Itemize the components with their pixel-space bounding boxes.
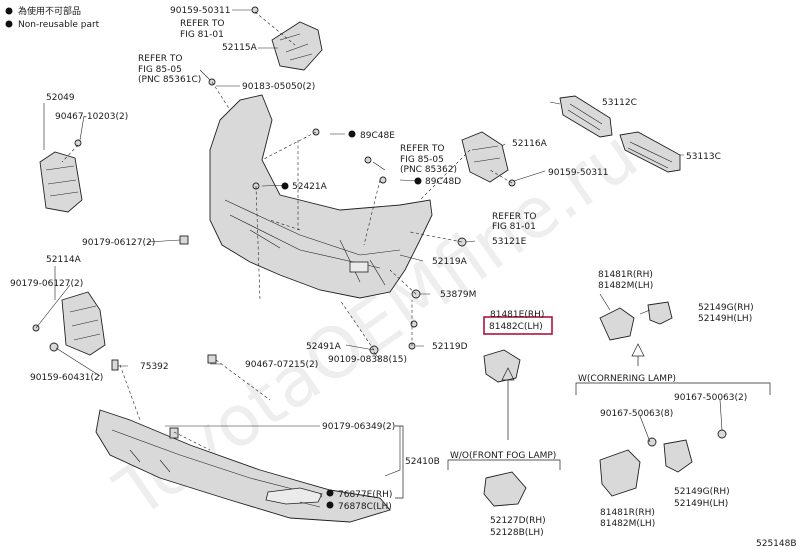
part-label-l03[interactable]: FIG 81-01 <box>180 30 224 40</box>
part-label-l21[interactable]: 53112C <box>602 98 637 108</box>
part-label-l30[interactable]: 81482M(LH) <box>598 281 653 291</box>
legend-label-2: Non-reusable part <box>18 20 100 30</box>
part-label-l06[interactable]: FIG 85-05 <box>138 65 182 75</box>
part-label-l04[interactable]: 52115A <box>222 43 258 53</box>
part-label-l20[interactable]: FIG 81-01 <box>492 222 536 232</box>
part-label-l11[interactable]: 89C48E <box>360 131 395 141</box>
cover-52127d[interactable] <box>483 471 527 507</box>
part-label-l10[interactable]: 90467-10203(2) <box>55 112 128 122</box>
lamp-bracket-81481r-lower[interactable] <box>599 449 641 497</box>
bracket-52149g-lower[interactable] <box>663 439 693 473</box>
bracket-52149g-upper[interactable] <box>647 301 673 325</box>
arrow-up-icon <box>631 343 645 366</box>
part-label-l49[interactable]: 81481R(RH) <box>600 508 655 518</box>
part-label-l34[interactable]: 52149H(LH) <box>698 314 752 324</box>
part-label-l40[interactable]: 90109-08388(15) <box>328 355 407 365</box>
non-reusable-dots <box>281 130 422 509</box>
part-label-l23[interactable]: 90179-06127(2) <box>82 238 155 248</box>
part-label-l31[interactable]: 81481E(RH) <box>490 310 544 320</box>
part-label-l48[interactable]: 76878C(LH) <box>338 502 392 512</box>
garnish-76877e[interactable] <box>265 487 323 505</box>
part-label-l46[interactable]: W/O(FRONT FOG LAMP) <box>450 451 556 461</box>
part-label-l47[interactable]: 76877E(RH) <box>338 490 392 500</box>
part-label-l14[interactable]: FIG 85-05 <box>400 155 444 165</box>
section-bracket-cornering <box>575 382 771 395</box>
part-label-l37[interactable]: 90159-60431(2) <box>30 373 103 383</box>
part-label-l17[interactable]: 90159-50311 <box>548 168 609 178</box>
fasteners <box>32 6 727 447</box>
part-label-l39[interactable]: 90467-07215(2) <box>245 360 318 370</box>
part-label-l29[interactable]: 81481R(RH) <box>598 270 653 280</box>
part-label-l24[interactable]: 53121E <box>492 237 527 247</box>
part-label-l22[interactable]: 53113C <box>686 152 721 162</box>
lamp-bracket-81481r-upper[interactable] <box>599 307 635 341</box>
part-label-l01[interactable]: 90159-50311 <box>170 6 231 16</box>
section-bracket-fog <box>447 459 561 470</box>
fog-bracket-81482c[interactable] <box>483 349 521 383</box>
part-label-l53[interactable]: 52127D(RH) <box>490 516 546 526</box>
part-label-l51[interactable]: 52149G(RH) <box>674 487 730 497</box>
part-label-l33[interactable]: 52149G(RH) <box>698 303 754 313</box>
part-label-l13[interactable]: REFER TO <box>400 144 445 154</box>
part-label-l07[interactable]: (PNC 85361C) <box>138 75 201 85</box>
part-label-l12[interactable]: 52116A <box>512 139 548 149</box>
part-label-l32[interactable]: 81482C(LH) <box>489 322 543 332</box>
part-label-l28[interactable]: 53879M <box>440 290 476 300</box>
part-label-l50[interactable]: 81482M(LH) <box>600 519 655 529</box>
part-label-l38[interactable]: 75392 <box>140 362 169 372</box>
part-label-l27[interactable]: 90179-06127(2) <box>10 279 83 289</box>
part-label-l55[interactable]: 525148B <box>756 539 796 549</box>
grille-53113c[interactable] <box>619 131 681 173</box>
part-label-l44[interactable]: 90179-06349(2) <box>322 422 395 432</box>
part-label-l54[interactable]: 52128B(LH) <box>490 528 544 538</box>
part-label-l09[interactable]: 52049 <box>46 93 75 103</box>
grille-53112c[interactable] <box>559 95 613 138</box>
guide-lines <box>61 11 513 451</box>
part-label-l05[interactable]: REFER TO <box>138 54 183 64</box>
bracket-52116a[interactable] <box>461 131 509 183</box>
part-label-l42[interactable]: 90167-50063(8) <box>600 409 673 419</box>
bumper-cover-52119a[interactable] <box>209 94 433 299</box>
part-label-l18[interactable]: 52421A <box>292 182 328 192</box>
bracket-52115a[interactable] <box>271 21 323 71</box>
part-label-l41[interactable]: W(CORNERING LAMP) <box>578 374 676 384</box>
leader-lines <box>35 9 723 508</box>
part-label-l36[interactable]: 52119D <box>432 342 468 352</box>
part-label-l45[interactable]: 52410B <box>405 457 440 467</box>
legend-bullet-icon <box>5 7 13 15</box>
part-label-l43[interactable]: 90167-50063(2) <box>674 393 747 403</box>
part-label-l08[interactable]: 90183-05050(2) <box>242 82 315 92</box>
legend-bullet-icon <box>5 20 13 28</box>
legend-label-1: 為使用不可部品 <box>18 5 81 17</box>
part-label-l52[interactable]: 52149H(LH) <box>674 499 728 509</box>
part-label-l35[interactable]: 52491A <box>306 342 342 352</box>
fog-opening <box>349 261 369 273</box>
part-label-l19[interactable]: REFER TO <box>492 212 537 222</box>
part-label-l25[interactable]: 52114A <box>46 255 82 265</box>
part-label-l16[interactable]: 89C48D <box>425 177 461 187</box>
arrow-up-icon <box>501 367 515 440</box>
highlight-box <box>483 316 553 335</box>
part-label-l02[interactable]: REFER TO <box>180 19 225 29</box>
bracket-52410b <box>395 425 404 499</box>
part-label-l26[interactable]: 52119A <box>432 257 468 267</box>
part-label-l15[interactable]: (PNC 85362) <box>400 165 457 175</box>
